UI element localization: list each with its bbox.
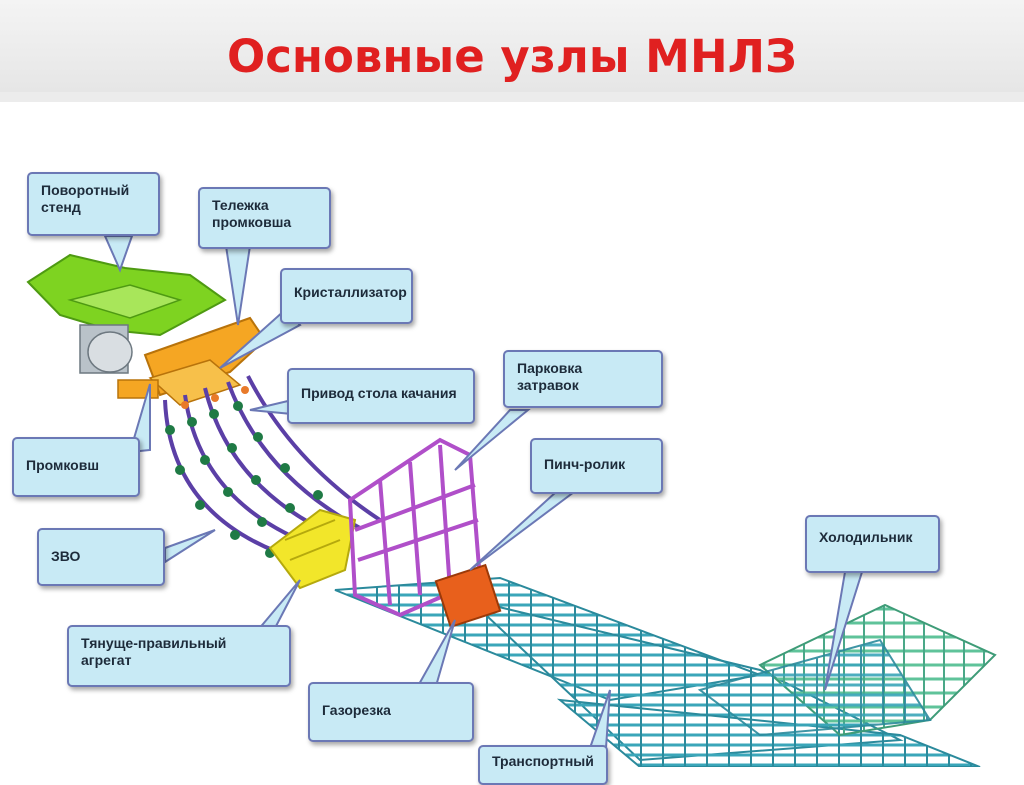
callout-turret: Поворотный стенд — [27, 172, 160, 236]
ccm-diagram — [26, 235, 997, 767]
callout-dummy-bar-parking: Парковка затравок — [503, 350, 663, 408]
slide-title: Основные узлы МНЛЗ — [227, 30, 797, 83]
callout-tundish: Промковш — [12, 437, 140, 497]
strand-rolls — [165, 386, 323, 558]
cooling-bed — [697, 603, 997, 737]
callout-cooling-bed: Холодильник — [805, 515, 940, 573]
callout-pinch-roll: Пинч-ролик — [530, 438, 663, 494]
title-underline-band — [0, 92, 1024, 102]
gas-cutter — [434, 563, 502, 629]
callout-tundish-car: Тележка промковша — [198, 187, 331, 249]
callout-transport: Транспортный — [478, 745, 608, 785]
withdrawal-straightener — [268, 508, 357, 590]
callout-secondary-cooling: ЗВО — [37, 528, 165, 586]
title-bar — [0, 0, 1024, 92]
ladle-turret — [26, 253, 227, 374]
callout-pointers — [103, 235, 864, 749]
callout-gas-cutter: Газорезка — [308, 682, 474, 742]
callout-oscillation-drive: Привод стола качания — [287, 368, 475, 424]
callout-mould: Кристаллизатор — [280, 268, 413, 324]
callout-withdrawal-straightener: Тянуще-правильный агрегат — [67, 625, 291, 687]
tundish-car — [117, 316, 267, 406]
